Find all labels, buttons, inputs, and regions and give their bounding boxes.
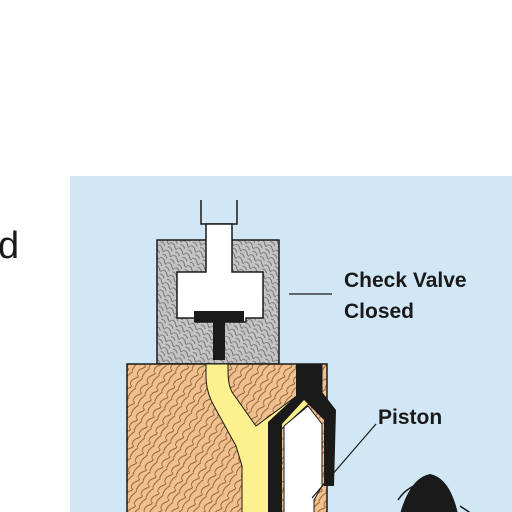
- piston-leader-line: [311, 423, 377, 499]
- piston-head: [283, 405, 323, 512]
- cam-pointer-line: [459, 505, 471, 512]
- rotation-arrowhead-icon: [421, 479, 430, 489]
- cam-lobe: [400, 474, 458, 512]
- check-valve-shaft: [213, 320, 225, 360]
- check-valve-label-line2: Closed: [344, 300, 414, 323]
- piston-cylinder-wall: [268, 364, 336, 512]
- valve-cavity: [176, 223, 264, 323]
- check-valve-disc: [194, 311, 244, 322]
- cropped-text-fragment: d: [0, 225, 19, 267]
- check-valve-label-line1: Check Valve: [344, 269, 467, 292]
- piston-label: Piston: [378, 406, 442, 429]
